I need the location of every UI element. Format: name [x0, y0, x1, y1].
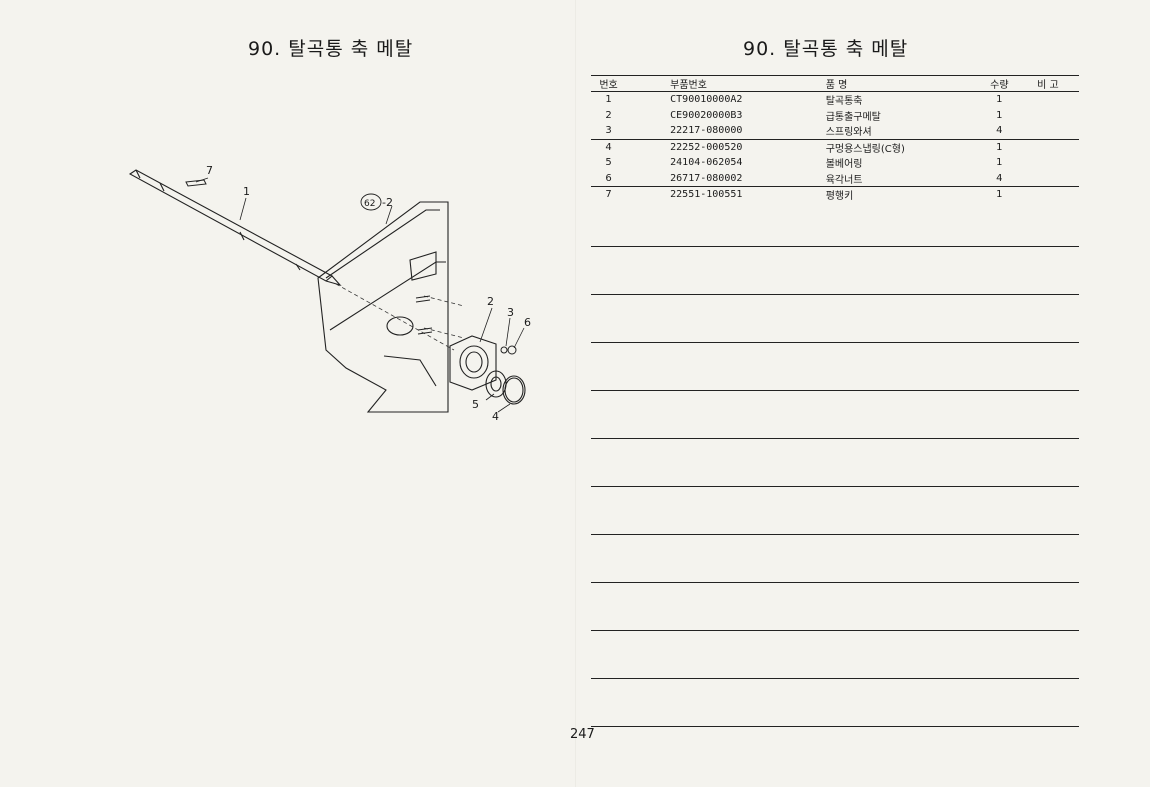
row-remarks — [1017, 139, 1079, 155]
alignment-guides — [335, 283, 465, 351]
page-fold — [575, 0, 576, 787]
empty-row-divider — [591, 247, 1079, 295]
left-page-title: 90. 탈곡통 축 메탈 — [248, 38, 414, 60]
empty-table-rows — [591, 199, 1079, 727]
table-row: 7 22551-100551 평행키 1 — [591, 187, 1079, 203]
row-quantity: 4 — [981, 123, 1017, 140]
row-part-number: 22551-100551 — [670, 189, 743, 201]
callout-minus-2: -2 — [382, 196, 393, 209]
row-number: 5 — [605, 157, 612, 169]
callout-3: 3 — [507, 306, 514, 319]
row-quantity: 1 — [996, 109, 1003, 121]
header-remarks: 비 고 — [1016, 75, 1079, 92]
stud-bolts — [415, 295, 433, 335]
empty-row-divider — [591, 535, 1079, 583]
header-part-number: 부품번호 — [626, 75, 796, 92]
flange-metal-part — [449, 335, 497, 391]
callout-4: 4 — [492, 410, 499, 423]
row-number: 1 — [605, 94, 612, 106]
table-row: 3 22217-080000 스프링와셔 4 — [591, 123, 1079, 140]
row-number: 4 — [605, 141, 612, 153]
row-part-number: CT90010000A2 — [670, 94, 743, 106]
row-part-name: 구멍용스냅링(C형) — [825, 143, 905, 155]
header-part-name: 품 명 — [795, 75, 982, 92]
row-number: 3 — [591, 123, 627, 140]
row-part-name: 볼베어링 — [825, 159, 863, 171]
row-part-number: 22252-000520 — [670, 141, 743, 153]
row-quantity: 1 — [996, 157, 1003, 169]
page-number: 247 — [570, 727, 595, 742]
row-part-name: 육각너트 — [795, 170, 982, 187]
callout-6: 6 — [524, 316, 531, 329]
right-page: 90. 탈곡통 축 메탈 번호 부품번호 품 명 수량 비 고 1 CT9001… — [575, 0, 1150, 787]
empty-row-divider — [591, 487, 1079, 535]
table-row: 1 CT90010000A2 탈곡통축 1 — [591, 92, 1079, 108]
row-quantity: 4 — [981, 170, 1017, 187]
row-part-name: 탈곡통축 — [825, 96, 863, 108]
empty-row-divider — [591, 631, 1079, 679]
empty-row-divider — [591, 391, 1079, 439]
row-part-number: 24104-062054 — [670, 157, 743, 169]
row-part-number: 26717-080002 — [626, 170, 796, 187]
empty-row-divider — [591, 583, 1079, 631]
snap-ring-part — [502, 375, 526, 405]
empty-row-divider — [591, 295, 1079, 343]
row-number: 6 — [591, 170, 627, 187]
callout-5: 5 — [472, 398, 479, 411]
row-part-name: 평행키 — [825, 191, 854, 203]
empty-row-divider — [591, 343, 1079, 391]
diagram-svg: 7 1 62 -2 2 3 6 5 4 — [128, 164, 531, 423]
parallel-key-part — [185, 179, 207, 187]
row-part-name: 급통출구메탈 — [825, 111, 881, 123]
header-quantity: 수량 — [981, 75, 1017, 92]
row-part-number: 22217-080000 — [626, 123, 796, 140]
parts-table-header: 번호 부품번호 품 명 수량 비 고 — [591, 75, 1079, 92]
empty-row-divider — [591, 439, 1079, 487]
row-quantity: 1 — [996, 189, 1003, 201]
callout-7: 7 — [206, 164, 213, 177]
parts-table: 번호 부품번호 품 명 수량 비 고 1 CT90010000A2 탈곡통축 1… — [591, 75, 1079, 203]
row-remarks — [1017, 155, 1079, 171]
callout-62: 62 — [364, 199, 375, 209]
callout-1: 1 — [243, 185, 250, 198]
empty-row-divider — [591, 199, 1079, 247]
right-page-title: 90. 탈곡통 축 메탈 — [743, 38, 909, 60]
row-part-name: 스프링와셔 — [795, 123, 982, 140]
table-row: 5 24104-062054 볼베어링 1 — [591, 155, 1079, 171]
thresher-housing-part — [317, 201, 449, 413]
row-part-number: CE90020000B3 — [670, 109, 743, 121]
empty-row-divider — [591, 679, 1079, 727]
washer-nut-part — [500, 345, 517, 355]
table-row: 4 22252-000520 구멍용스냅링(C형) 1 — [591, 139, 1079, 155]
callout-2: 2 — [487, 295, 494, 308]
table-row: 2 CE90020000B3 급통출구메탈 1 — [591, 108, 1079, 124]
callout-leaders — [195, 177, 525, 413]
row-remarks — [1017, 108, 1079, 124]
row-quantity: 1 — [996, 141, 1003, 153]
table-row: 6 26717-080002 육각너트 4 — [591, 170, 1079, 187]
row-remarks — [1016, 123, 1079, 140]
exploded-parts-diagram: 7 1 62 -2 2 3 6 5 4 — [100, 150, 560, 450]
row-remarks — [1016, 170, 1079, 187]
callout-62-circle — [360, 193, 382, 211]
row-quantity: 1 — [996, 94, 1003, 106]
header-number: 번호 — [591, 75, 627, 92]
shaft-part — [128, 169, 342, 287]
left-page: 90. 탈곡통 축 메탈 — [100, 38, 560, 450]
row-remarks — [1017, 92, 1079, 108]
row-number: 7 — [605, 189, 612, 201]
row-number: 2 — [605, 109, 612, 121]
